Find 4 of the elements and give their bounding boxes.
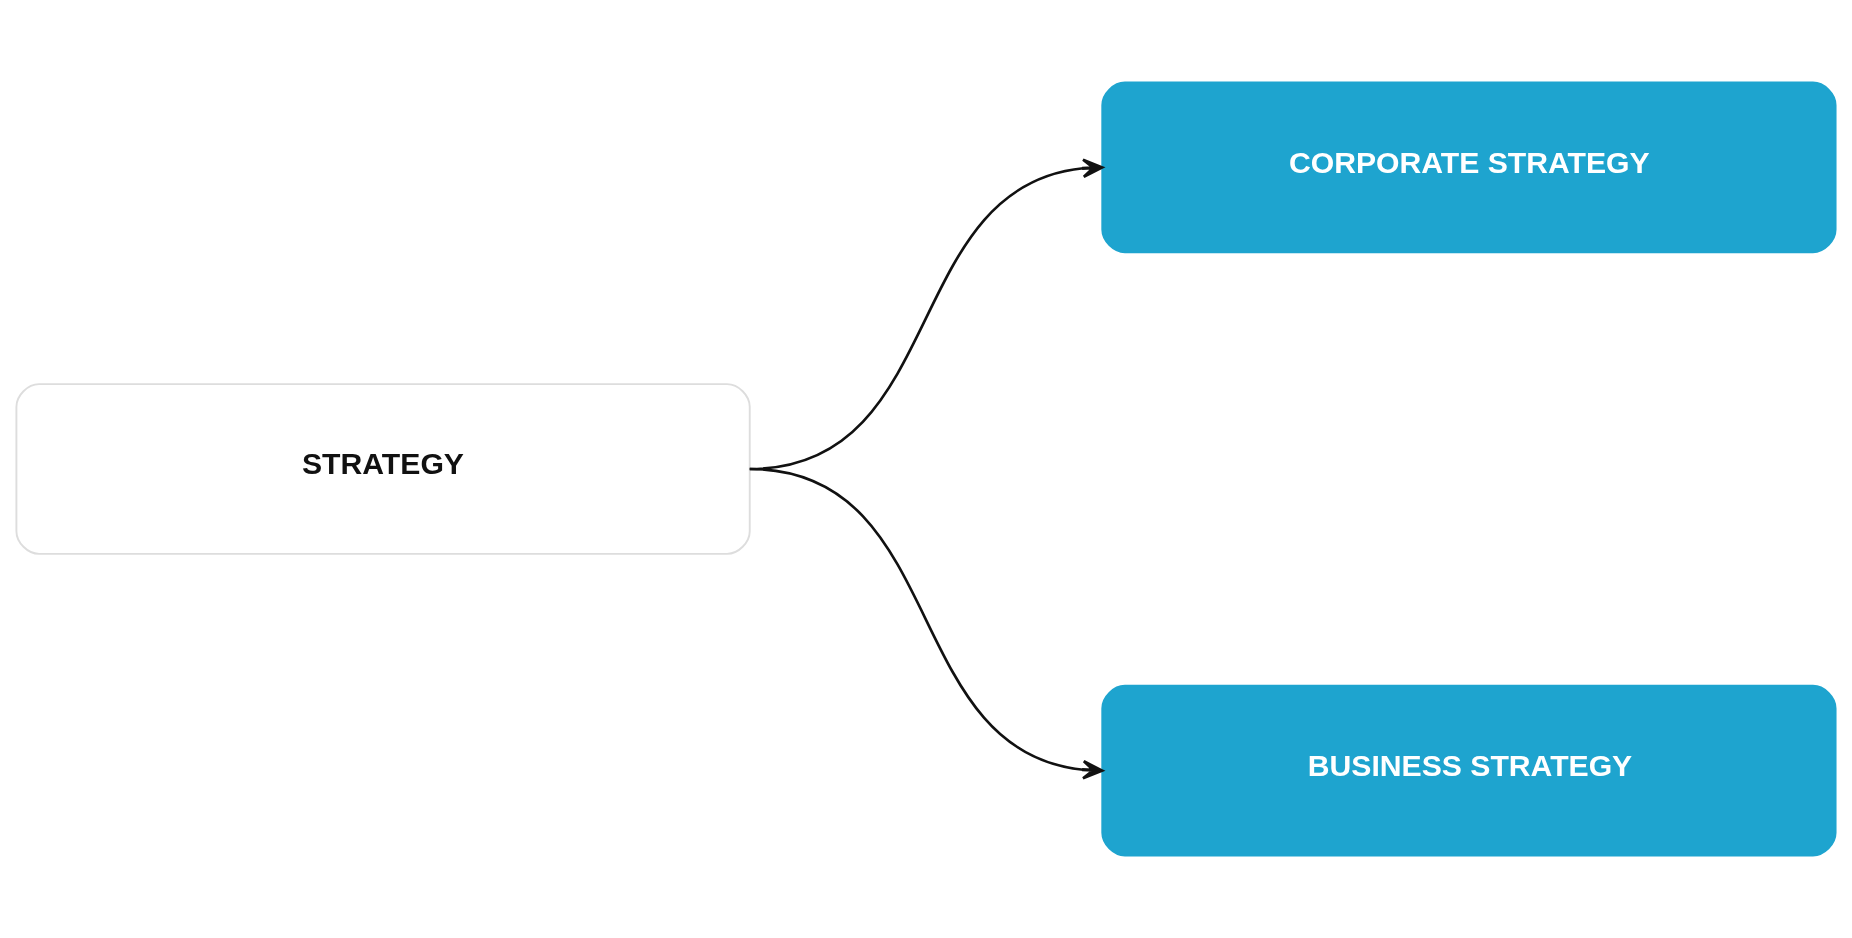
node-box: STRATEGY <box>15 383 751 555</box>
node-box: CORPORATE STRATEGY <box>1101 81 1837 254</box>
arrow <box>749 467 1104 780</box>
node-box: BUSINESS STRATEGY <box>1101 684 1837 857</box>
